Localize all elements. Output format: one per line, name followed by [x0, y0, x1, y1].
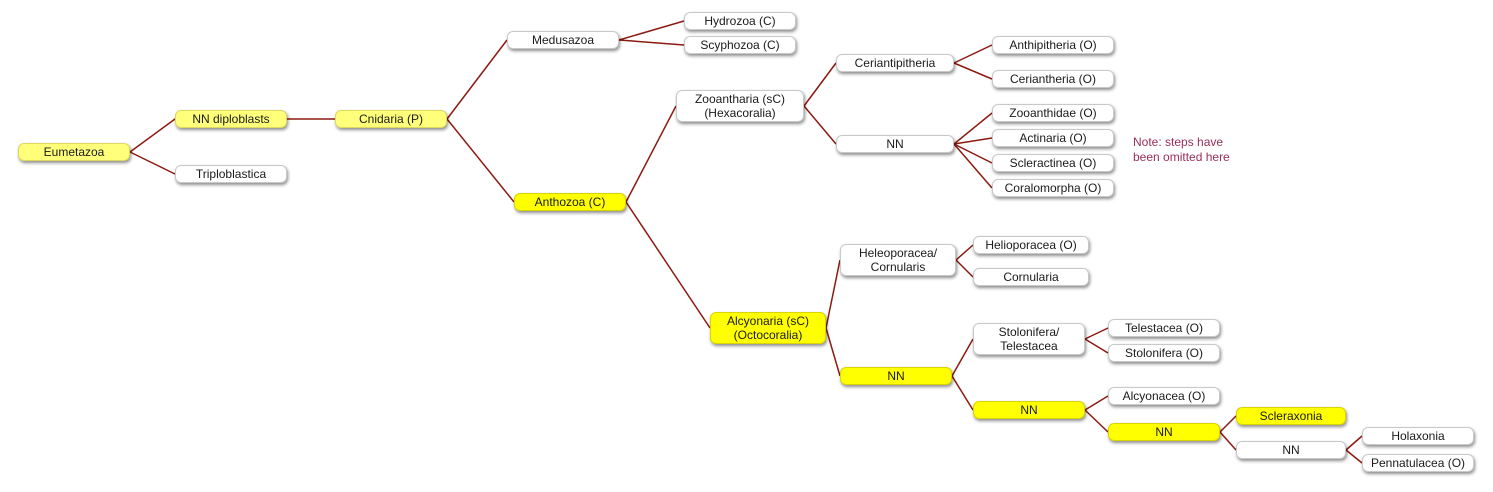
edge-nn_alc2-nn_alc3 [1084, 409, 1109, 433]
node-ceriantheria[interactable]: Ceriantheria (O) [992, 70, 1114, 88]
edge-nn_alc-nn_alc2 [951, 375, 974, 411]
edge-heleoporacea-cornularia [955, 259, 974, 278]
node-nn-zooantharia[interactable]: NN [836, 135, 954, 153]
node-anthozoa[interactable]: Anthozoa (C) [514, 193, 626, 211]
edge-nn_zoo-coralomorpha [953, 143, 993, 189]
edge-alcyonaria-heleoporacea [825, 259, 841, 329]
edge-nn_alc4-holaxonia [1345, 435, 1363, 451]
edge-nn_alc3-scleraxonia [1219, 415, 1237, 433]
edge-nn_zoo-scleractinea [953, 143, 993, 164]
node-coralomorpha[interactable]: Coralomorpha (O) [992, 179, 1114, 197]
edge-nn_alc4-pennatulacea [1345, 449, 1363, 464]
node-nn-alcyonaria[interactable]: NN [840, 367, 952, 385]
edge-eumetazoa-nn_diploblasts [129, 118, 176, 153]
edge-nn_zoo-actinaria [953, 137, 993, 145]
node-cornularia[interactable]: Cornularia [973, 268, 1089, 286]
node-cnidaria[interactable]: Cnidaria (P) [335, 110, 447, 128]
node-alcyonaria[interactable]: Alcyonaria (sC) (Octocoralia) [710, 312, 826, 344]
edge-stolonifera_tel-stolonifera [1084, 338, 1109, 354]
node-stolonifera-telestacea[interactable]: Stolonifera/ Telestacea [973, 323, 1085, 355]
edge-nn_alc-stolonifera_tel [951, 338, 974, 377]
node-nn-alcyonacea-group[interactable]: NN [973, 401, 1085, 419]
node-holaxonia[interactable]: Holaxonia [1362, 427, 1474, 445]
node-heleoporacea-cornularis[interactable]: Heleoporacea/ Cornularis [840, 244, 956, 276]
omitted-steps-note: Note: steps have been omitted here [1133, 135, 1230, 164]
node-telestacea[interactable]: Telestacea (O) [1108, 319, 1220, 337]
edge-ceriantipitheria-anthipitheria [953, 44, 993, 64]
edge-nn_alc3-nn_alc4 [1219, 431, 1237, 451]
edge-anthozoa-zooantharia [625, 105, 677, 203]
node-triploblastica[interactable]: Triploblastica [175, 165, 287, 183]
node-anthipitheria[interactable]: Anthipitheria (O) [992, 36, 1114, 54]
node-alcyonacea[interactable]: Alcyonacea (O) [1108, 387, 1220, 405]
node-zooanthidae[interactable]: Zooanthidae (O) [992, 104, 1114, 122]
node-stolonifera[interactable]: Stolonifera (O) [1108, 344, 1220, 362]
node-scleractinea[interactable]: Scleractinea (O) [992, 154, 1114, 172]
edge-alcyonaria-nn_alc [825, 327, 841, 377]
edge-nn_alc2-alcyonacea [1084, 395, 1109, 411]
node-zooantharia[interactable]: Zooantharia (sC) (Hexacoralia) [676, 90, 804, 122]
edge-nn_zoo-zooanthidae [953, 112, 993, 145]
edge-heleoporacea-helioporacea [955, 244, 974, 261]
edge-medusazoa-hydrozoa [618, 20, 685, 41]
edge-anthozoa-alcyonaria [625, 201, 711, 329]
edge-medusazoa-scyphozoa [618, 39, 685, 46]
node-pennatulacea[interactable]: Pennatulacea (O) [1362, 454, 1474, 472]
edge-zooantharia-nn_zoo [803, 105, 837, 145]
node-ceriantipitheria[interactable]: Ceriantipitheria [836, 54, 954, 72]
node-nn-diploblasts[interactable]: NN diploblasts [175, 110, 287, 128]
edge-cnidaria-anthozoa [446, 118, 515, 203]
edge-eumetazoa-triploblastica [129, 151, 176, 175]
node-helioporacea[interactable]: Helioporacea (O) [973, 236, 1089, 254]
edge-stolonifera_tel-telestacea [1084, 327, 1109, 340]
node-hydrozoa[interactable]: Hydrozoa (C) [684, 12, 796, 30]
node-scyphozoa[interactable]: Scyphozoa (C) [684, 36, 796, 54]
node-eumetazoa[interactable]: Eumetazoa [18, 143, 130, 161]
node-medusazoa[interactable]: Medusazoa [507, 31, 619, 49]
node-nn-holaxonia-group[interactable]: NN [1236, 441, 1346, 459]
node-nn-scleraxonia-group[interactable]: NN [1108, 423, 1220, 441]
edge-zooantharia-ceriantipitheria [803, 62, 837, 107]
node-scleraxonia[interactable]: Scleraxonia [1236, 407, 1346, 425]
edge-ceriantipitheria-ceriantheria [953, 62, 993, 80]
edge-cnidaria-medusazoa [446, 39, 508, 120]
node-actinaria[interactable]: Actinaria (O) [992, 129, 1114, 147]
